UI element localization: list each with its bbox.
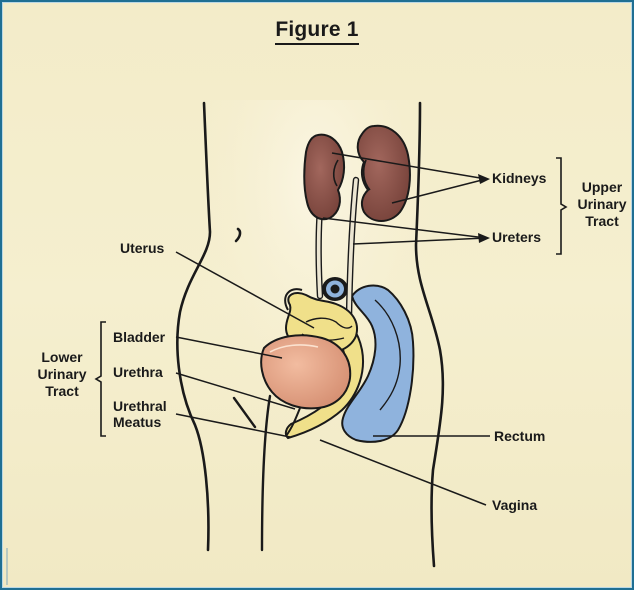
label-kidneys: Kidneys xyxy=(492,170,546,187)
label-bladder: Bladder xyxy=(113,329,165,346)
upper-group-line-3: Tract xyxy=(572,213,632,230)
label-urethral-meatus-2: Meatus xyxy=(113,414,161,431)
arrowheads xyxy=(478,174,490,243)
group-upper-urinary-tract: Upper Urinary Tract xyxy=(572,179,632,230)
upper-group-line-1: Upper xyxy=(572,179,632,196)
lower-group-line-2: Urinary xyxy=(30,366,94,383)
upper-bracket xyxy=(556,158,566,254)
label-uterus: Uterus xyxy=(120,240,164,257)
group-lower-urinary-tract: Lower Urinary Tract xyxy=(30,349,94,400)
label-vagina: Vagina xyxy=(492,497,537,514)
kidney-left-shape xyxy=(304,135,344,220)
upper-group-line-2: Urinary xyxy=(572,196,632,213)
lower-group-line-1: Lower xyxy=(30,349,94,366)
arrow-ureters xyxy=(478,233,490,243)
arrow-kidneys xyxy=(478,174,490,184)
label-urethra: Urethra xyxy=(113,364,163,381)
label-urethral-meatus-1: Urethral xyxy=(113,398,167,415)
lower-group-line-3: Tract xyxy=(30,383,94,400)
kidney-right-shape xyxy=(358,126,410,221)
label-ureters: Ureters xyxy=(492,229,541,246)
label-rectum: Rectum xyxy=(494,428,545,445)
ovary-ring-inner xyxy=(331,285,340,294)
lower-bracket xyxy=(96,322,106,436)
